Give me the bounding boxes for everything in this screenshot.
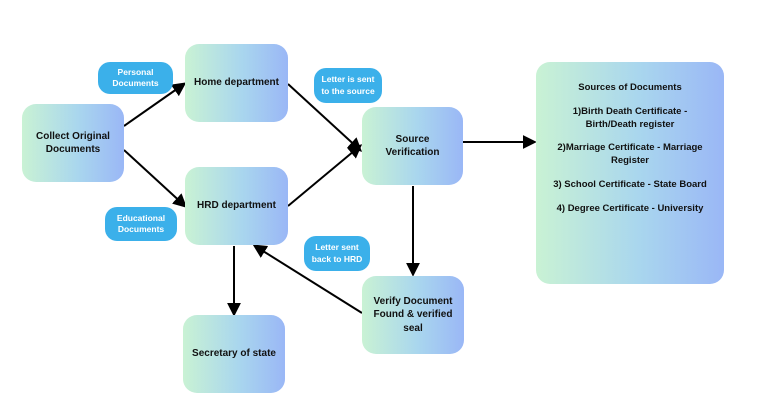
- node-verify-document: Verify Document Found & verified seal: [362, 276, 464, 354]
- node-home-department: Home department: [185, 44, 288, 122]
- sources-of-documents-panel: Sources of Documents 1)Birth Death Certi…: [536, 62, 724, 284]
- sources-title: Sources of Documents: [578, 82, 682, 93]
- source-item: 1)Birth Death Certificate - Birth/Death …: [572, 105, 688, 130]
- node-label: Collect Original Documents: [36, 130, 110, 156]
- node-source-verification: Source Verification: [362, 107, 463, 185]
- label-educational-documents: Educational Documents: [105, 207, 177, 241]
- node-label: Secretary of state: [192, 348, 276, 360]
- node-label: Verify Document Found & verified seal: [373, 295, 453, 334]
- arrow-verify-to-hrd: [252, 244, 363, 314]
- arrow-hrd-to-source: [287, 144, 363, 207]
- source-item: 3) School Certificate - State Board: [553, 179, 707, 191]
- source-item: 2)Marriage Certificate - Marriage Regist…: [557, 142, 703, 167]
- arrow-collect-to-hrd: [123, 149, 188, 208]
- arrow-home-to-source: [287, 83, 363, 152]
- label-letter-sent-back-to-hrd: Letter sent back to HRD: [304, 236, 370, 271]
- source-item: 4) Degree Certificate - University: [556, 202, 704, 214]
- node-collect-original-documents: Collect Original Documents: [22, 104, 124, 182]
- node-hrd-department: HRD department: [185, 167, 288, 245]
- arrow-collect-to-home: [123, 82, 187, 127]
- node-label: Home department: [193, 77, 279, 89]
- label-personal-documents: Personal Documents: [98, 62, 173, 94]
- label-letter-sent-to-source: Letter is sent to the source: [314, 68, 382, 103]
- node-label: HRD department: [197, 200, 276, 212]
- node-secretary-of-state: Secretary of state: [183, 315, 285, 393]
- node-label: Source Verification: [385, 133, 440, 159]
